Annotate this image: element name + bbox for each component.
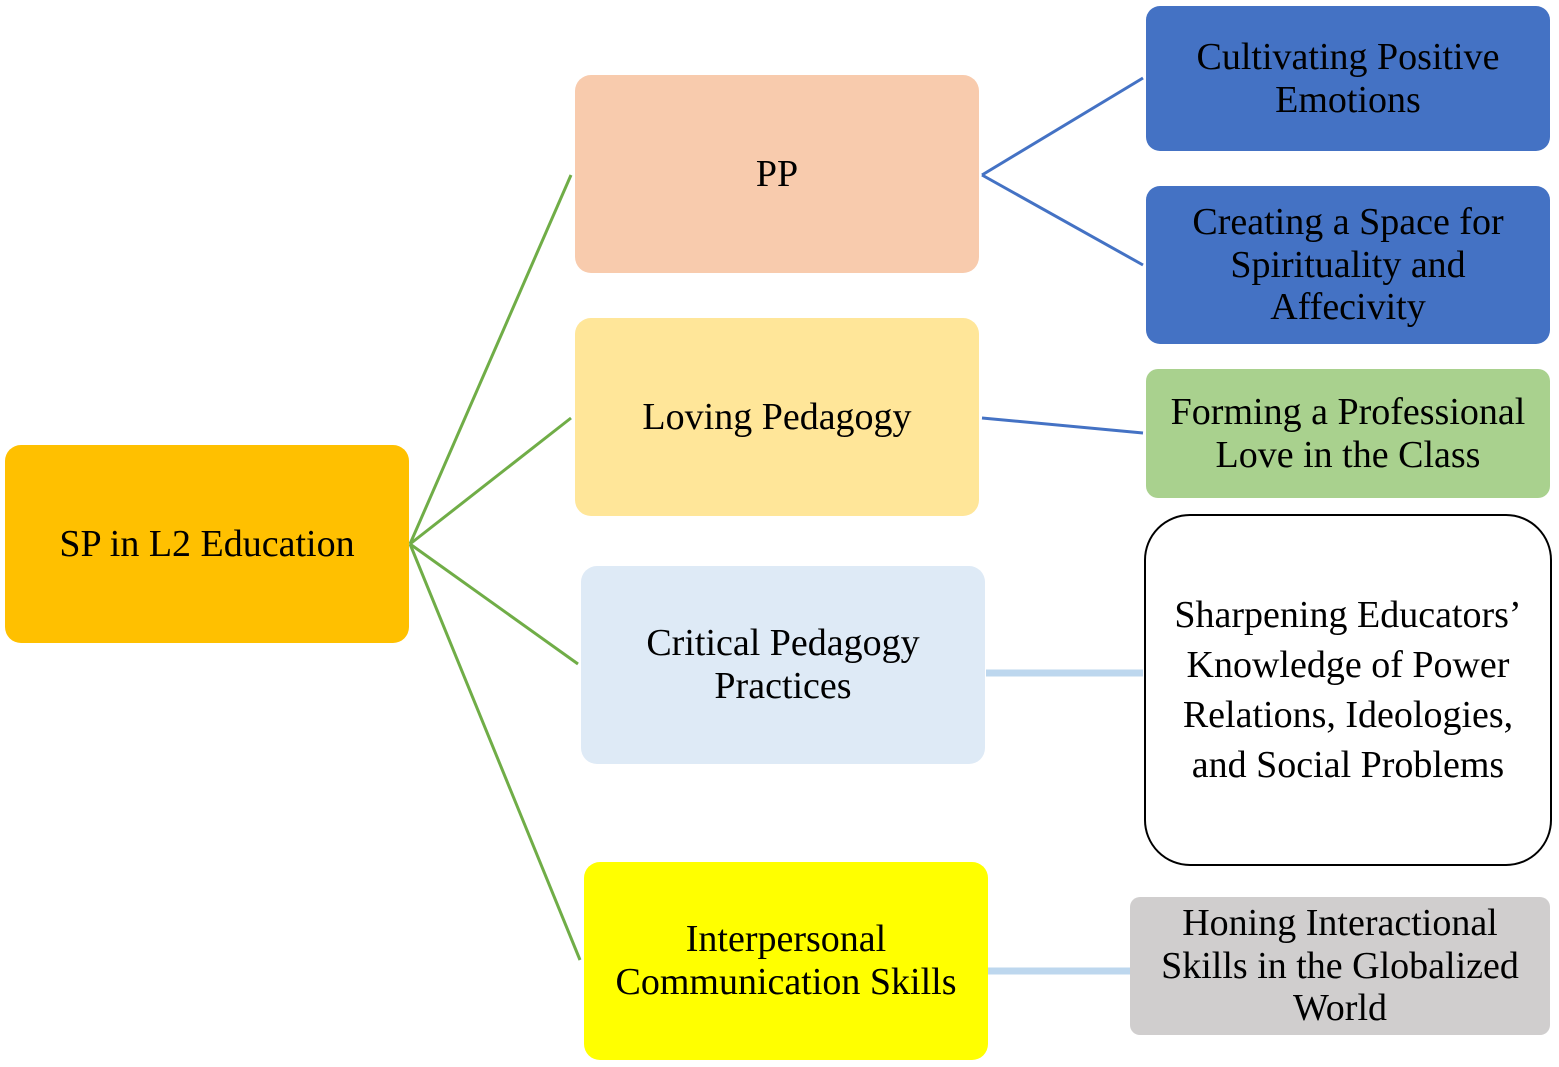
root-node-sp-in-l2-education: SP in L2 Education	[5, 445, 409, 643]
connector-root-critical-pedagogy	[409, 542, 579, 666]
branch-node-pp: PP	[575, 75, 979, 273]
root-node-label: SP in L2 Education	[59, 522, 355, 565]
connector-root-pp	[408, 174, 573, 545]
branch-node-label: Interpersonal Communication Skills	[615, 918, 957, 1003]
branch-node-critical-pedagogy-practices: Critical Pedagogy Practices	[581, 566, 985, 764]
leaf-node-sharpening-knowledge: Sharpening Educators’ Knowledge of Power…	[1144, 514, 1552, 866]
branch-node-label: Loving Pedagogy	[642, 395, 912, 438]
leaf-node-professional-love: Forming a Professional Love in the Class	[1146, 369, 1550, 498]
branch-node-interpersonal-communication-skills: Interpersonal Communication Skills	[584, 862, 988, 1060]
branch-node-loving-pedagogy: Loving Pedagogy	[575, 318, 979, 516]
connector-root-interpersonal	[408, 543, 582, 961]
leaf-node-label: Cultivating Positive Emotions	[1196, 35, 1500, 121]
leaf-node-label: Sharpening Educators’ Knowledge of Power…	[1174, 593, 1522, 787]
leaf-node-cultivating-positive-emotions: Cultivating Positive Emotions	[1146, 6, 1550, 151]
branch-node-label: Critical Pedagogy Practices	[646, 622, 920, 707]
connector-loving-professional-love	[981, 416, 1144, 435]
leaf-node-label: Creating a Space for Spirituality and Af…	[1192, 201, 1504, 329]
connector-pp-creating-space	[981, 173, 1144, 267]
leaf-node-label: Honing Interactional Skills in the Globa…	[1161, 902, 1519, 1030]
leaf-node-label: Forming a Professional Love in the Class	[1170, 390, 1526, 476]
branch-node-label: PP	[755, 152, 799, 195]
leaf-node-honing-interactional-skills: Honing Interactional Skills in the Globa…	[1130, 897, 1550, 1035]
connector-root-loving-pedagogy	[409, 416, 572, 546]
connector-pp-cultivating	[981, 76, 1144, 177]
leaf-node-creating-space: Creating a Space for Spirituality and Af…	[1146, 186, 1550, 344]
